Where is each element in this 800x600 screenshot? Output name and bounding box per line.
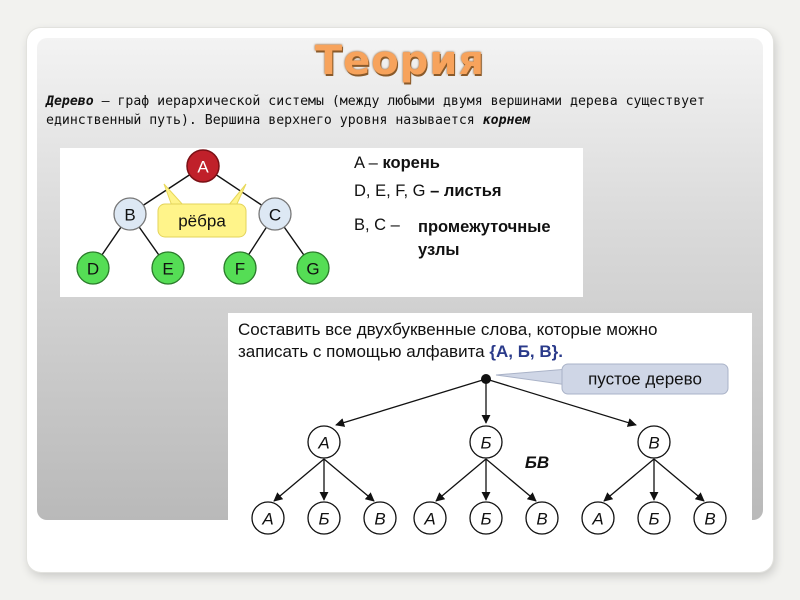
edge-v-3 (653, 458, 705, 502)
alphabet-set: {А, Б, В} (489, 342, 559, 361)
tree-node-c (258, 197, 292, 231)
definition-root-term: корнем (482, 113, 531, 128)
definition-body: – граф иерархической системы (между любы… (46, 94, 705, 128)
tree-node-f (223, 251, 257, 285)
word-node-bv-label: В (536, 510, 547, 529)
legend-root: A – корень (354, 154, 440, 173)
word-node-aa (251, 501, 285, 535)
edges-callout: рёбра (157, 183, 247, 238)
legend-leaves-label: – листья (430, 182, 502, 200)
edge-root-v (485, 378, 637, 427)
tree-node-c-label: C (269, 206, 281, 225)
legend-root-prefix: A – (354, 154, 383, 172)
edge-root-a (335, 378, 487, 427)
edge-a-1 (273, 458, 325, 502)
edge-v-1 (603, 458, 655, 502)
definition-text: Дерево – граф иерархической системы (меж… (46, 92, 746, 130)
word-node-ab (307, 501, 341, 535)
edge-b-3 (485, 458, 537, 502)
tree-node-root-label: A (197, 158, 209, 177)
word-node-a-label: А (317, 434, 329, 453)
word-node-vb-label: Б (648, 510, 659, 529)
tree-node-d-label: D (87, 260, 99, 279)
words-task-text: Составить все двухбуквенные слова, котор… (238, 319, 738, 363)
word-node-b (469, 425, 503, 459)
word-node-bb (469, 501, 503, 535)
legend-inner: промежуточные узлы (418, 216, 551, 262)
words-task-line-1: Составить все двухбуквенные слова, котор… (238, 320, 658, 339)
words-task-line-2: записать с помощью алфавита (238, 342, 490, 361)
tree-node-g-label: G (306, 260, 319, 279)
word-node-vv (693, 501, 727, 535)
empty-tree-callout: пустое дерево (495, 363, 729, 395)
word-node-v (637, 425, 671, 459)
word-node-va (581, 501, 615, 535)
word-node-v-label: В (648, 434, 659, 453)
example-word: БВ (525, 453, 549, 472)
legend-inner-label-2: узлы (418, 241, 460, 259)
tree-node-b-label: B (124, 206, 135, 225)
legend-inner-label-1: промежуточные (418, 218, 551, 236)
word-node-b-label: Б (480, 434, 491, 453)
tree-node-g (296, 251, 330, 285)
word-node-av (363, 501, 397, 535)
legend-inner-prefix: B, C – (354, 216, 400, 234)
edge-a-3 (323, 458, 375, 502)
word-node-bv (525, 501, 559, 535)
tree-node-e-label: E (162, 260, 173, 279)
word-node-ba (413, 501, 447, 535)
edges-callout-label: рёбра (178, 212, 226, 231)
word-node-vb (637, 501, 671, 535)
tree-example-panel: рёбра A B C D E F G A – корень D, E, F, … (60, 148, 583, 297)
tree-node-b (113, 197, 147, 231)
tree-node-f-label: F (235, 260, 245, 279)
slide-title: Теория (314, 38, 486, 84)
word-node-va-label: А (591, 510, 603, 529)
words-task-panel: Составить все двухбуквенные слова, котор… (228, 313, 752, 535)
word-node-ab-label: Б (318, 510, 329, 529)
empty-tree-callout-label: пустое дерево (588, 370, 702, 389)
tree-example-diagram: рёбра A B C D E F G (76, 149, 330, 285)
word-node-aa-label: А (261, 510, 273, 529)
tree-node-d (76, 251, 110, 285)
tree-node-e (151, 251, 185, 285)
word-node-bb-label: Б (480, 510, 491, 529)
definition-term: Дерево (46, 94, 94, 109)
word-node-a (307, 425, 341, 459)
legend-leaves-prefix: D, E, F, G (354, 182, 431, 200)
word-node-av-label: В (374, 510, 385, 529)
words-task-period: . (558, 342, 563, 361)
word-node-vv-label: В (704, 510, 715, 529)
words-tree-diagram: пустое дерево (251, 363, 729, 535)
legend-root-label: корень (382, 154, 440, 172)
edge-b-1 (435, 458, 487, 502)
legend-leaves: D, E, F, G – листья (354, 182, 502, 201)
word-node-ba-label: А (423, 510, 435, 529)
tree-node-root (186, 149, 220, 183)
